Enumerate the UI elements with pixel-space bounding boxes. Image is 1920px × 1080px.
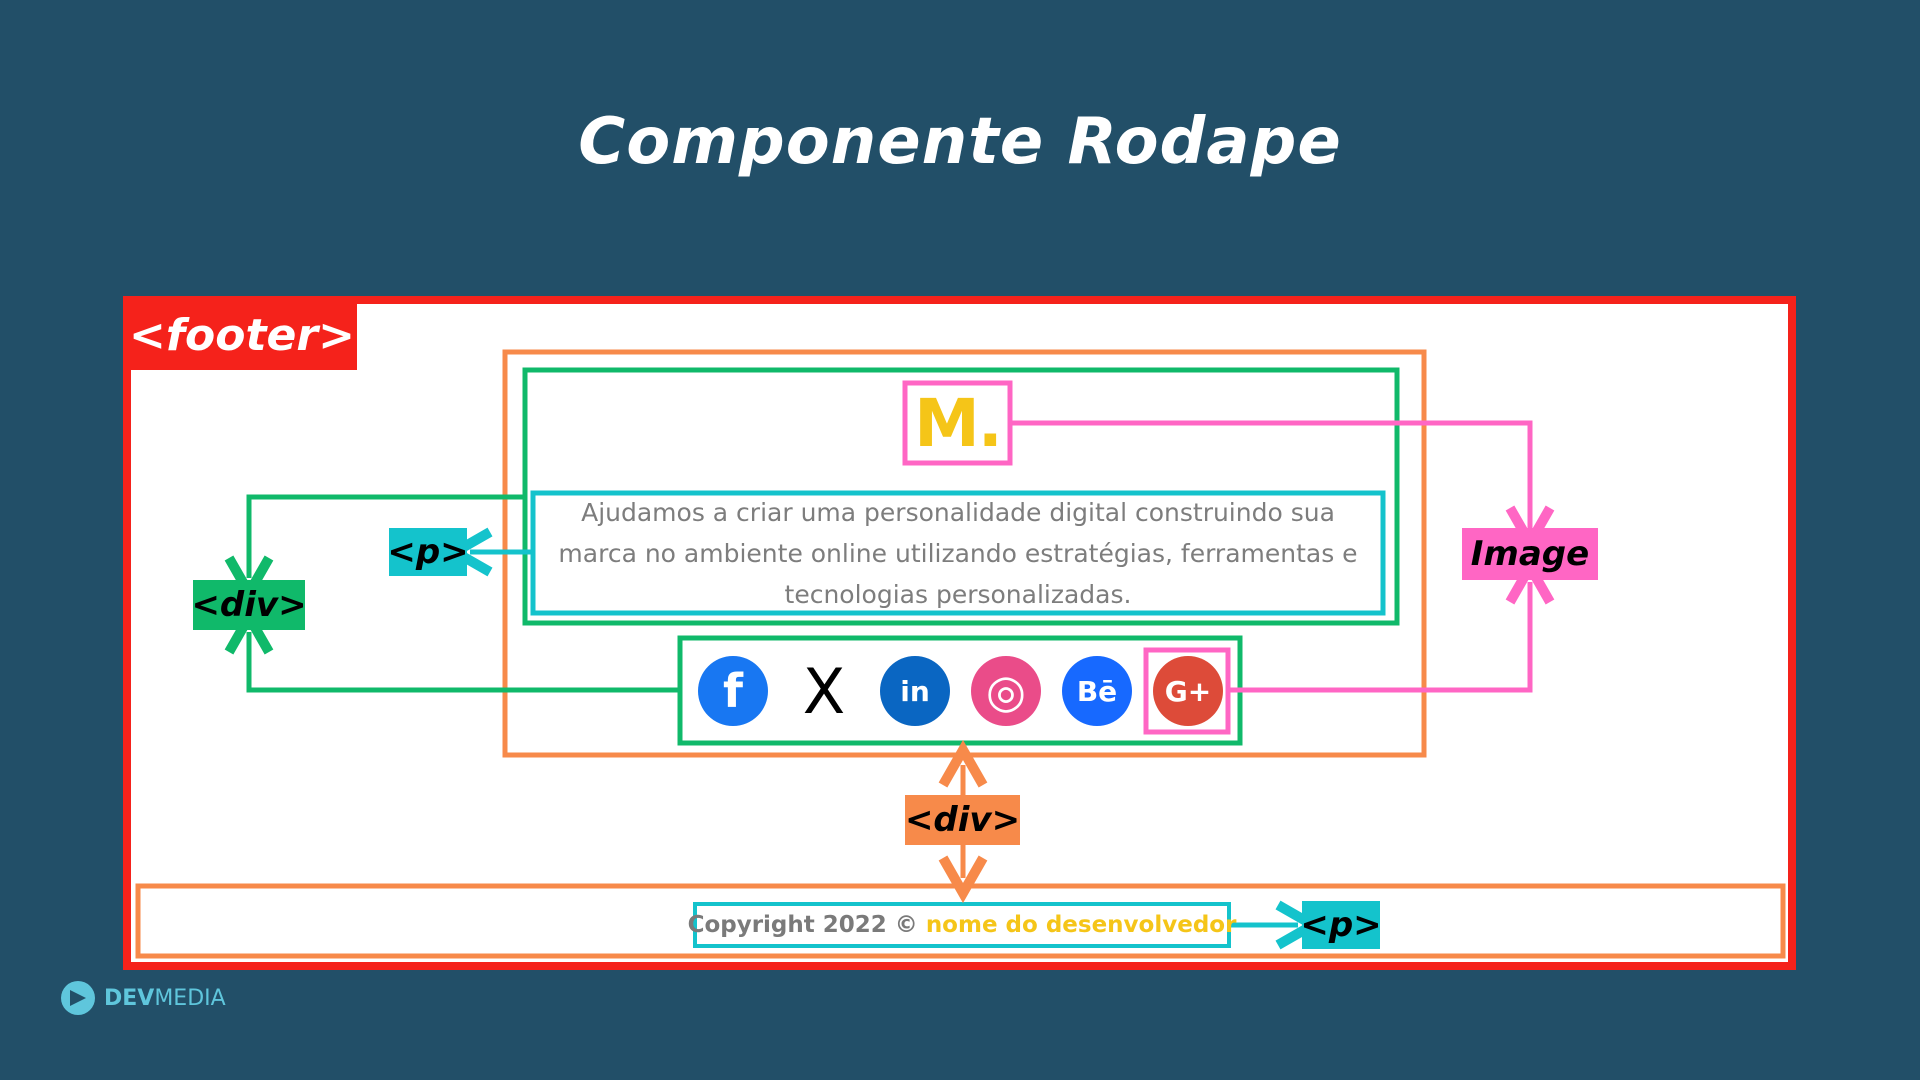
- copyright-prefix: Copyright 2022 ©: [687, 912, 918, 938]
- page-title: Componente Rodape: [578, 105, 1342, 179]
- image-tag: Image: [1462, 528, 1598, 580]
- p-tag-left: <p>: [387, 528, 469, 576]
- footer-label-bg: [127, 300, 357, 370]
- connector-icons-div: [249, 632, 680, 693]
- connector-logo-image: [1010, 420, 1530, 528]
- div-tag-bottom: <div>: [905, 795, 1020, 845]
- google-plus-icon[interactable]: G+: [1153, 656, 1223, 726]
- behance-icon[interactable]: Bē: [1062, 656, 1132, 726]
- connector-text-div: [249, 494, 525, 578]
- x-icon[interactable]: X: [802, 654, 846, 728]
- dribbble-icon[interactable]: ◎: [971, 656, 1041, 726]
- div-tag-left: <div>: [191, 580, 307, 630]
- p-tag-bottom: <p>: [1300, 901, 1382, 949]
- description-paragraph: Ajudamos a criar uma personalidade digit…: [558, 498, 1358, 609]
- connector-gplus-image: [1228, 582, 1530, 693]
- linkedin-icon[interactable]: in: [880, 656, 950, 726]
- devmedia-brand: DEVMEDIA: [60, 980, 226, 1016]
- footer-frame: [123, 296, 1796, 970]
- copyright-name: nome do desenvolvedor: [925, 912, 1237, 938]
- copyright-paragraph: Copyright 2022 © nome do desenvolvedor: [688, 906, 1237, 944]
- devmedia-logo-icon: [61, 981, 95, 1015]
- footer-tag-label: <footer>: [129, 309, 355, 361]
- logo: M.: [914, 384, 1003, 462]
- brand-part1: DEV: [104, 985, 155, 1011]
- facebook-icon[interactable]: f: [698, 656, 768, 726]
- brand-part2: MEDIA: [154, 985, 226, 1011]
